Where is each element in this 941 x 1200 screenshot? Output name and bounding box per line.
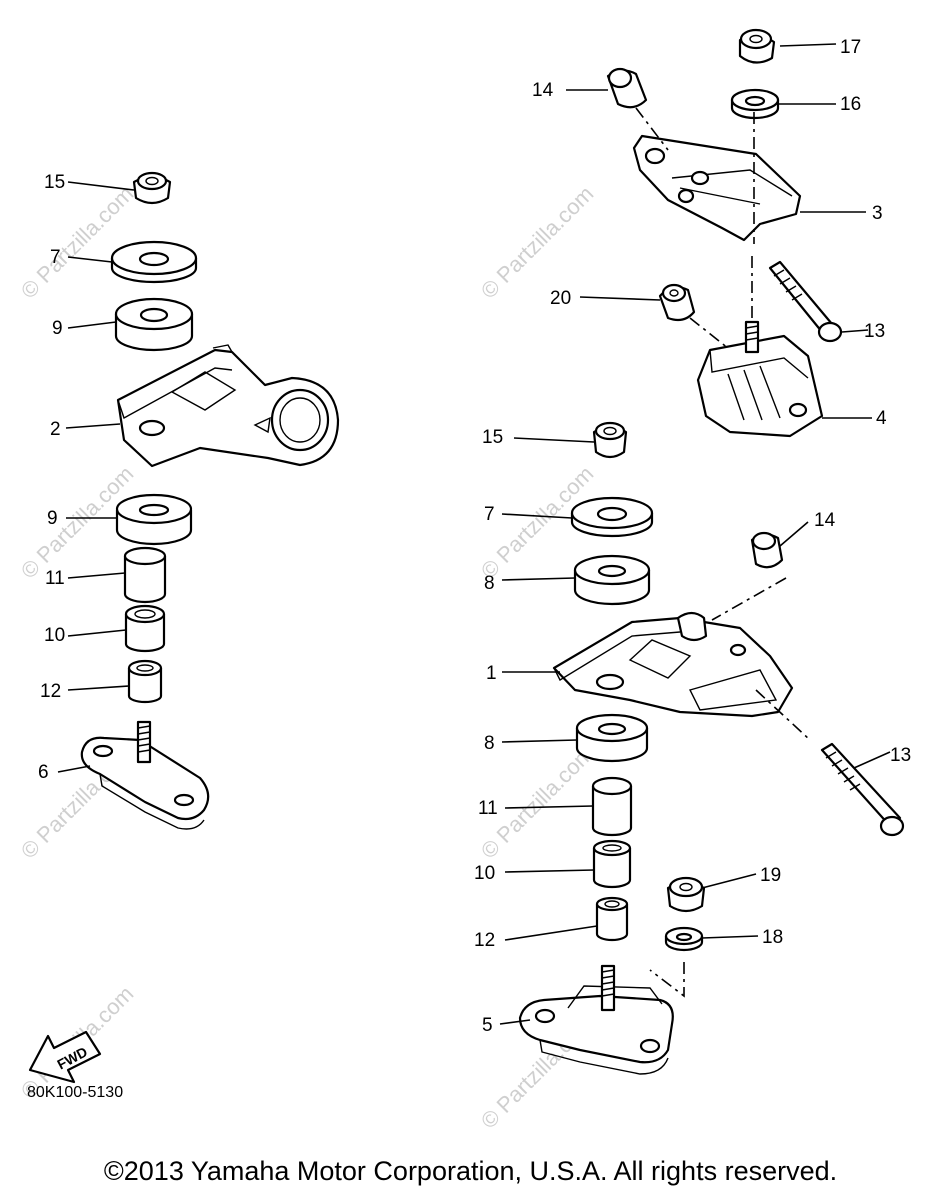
diagram-code: 80K100-5130 — [27, 1084, 124, 1101]
callout-10-left: 10 — [44, 625, 65, 646]
callout-15-left: 15 — [44, 172, 65, 193]
part-14-nut-right — [750, 531, 784, 569]
callout-20: 20 — [550, 288, 571, 309]
callout-6: 6 — [38, 762, 49, 783]
part-14-nut-upper — [606, 67, 648, 109]
callout-8-lower: 8 — [484, 733, 495, 754]
callout-2: 2 — [50, 419, 61, 440]
callout-9-upper-left: 9 — [52, 318, 63, 339]
callout-18: 18 — [762, 927, 783, 948]
part-18-washer — [664, 926, 704, 952]
callout-13-upper: 13 — [864, 321, 885, 342]
callout-9-lower-left: 9 — [47, 508, 58, 529]
callout-17: 17 — [840, 37, 861, 58]
part-1-bracket — [552, 611, 794, 718]
part-9-grommet-lower-left — [115, 493, 193, 546]
callout-8-upper: 8 — [484, 573, 495, 594]
callout-16: 16 — [840, 94, 861, 115]
callout-14-upper: 14 — [532, 80, 554, 101]
part-19-nut — [666, 876, 706, 913]
part-11-collar-left — [123, 546, 167, 604]
callout-19: 19 — [760, 865, 781, 886]
callout-11-left: 11 — [45, 568, 65, 589]
callout-14-right: 14 — [814, 510, 836, 531]
part-15-nut-left — [132, 171, 172, 205]
part-13-bolt-lower — [820, 742, 905, 837]
part-8-grommet-upper — [573, 554, 651, 606]
part-15-nut-right — [592, 421, 628, 459]
part-10-collar-left — [124, 604, 166, 653]
part-20-nut — [658, 283, 696, 322]
callout-10-right: 10 — [474, 863, 495, 884]
part-7-washer-left — [110, 240, 198, 284]
part-11-collar-right — [591, 776, 633, 837]
callout-1: 1 — [486, 663, 497, 684]
part-12-collar-left — [127, 659, 163, 704]
callout-4: 4 — [876, 408, 887, 429]
part-4-rubber-mount — [696, 320, 824, 438]
callout-12-left: 12 — [40, 681, 61, 702]
part-10-collar-right — [592, 839, 632, 889]
part-7-washer-right — [570, 496, 654, 538]
assembly-line-14-3 — [635, 107, 669, 151]
part-17-nut — [738, 28, 776, 64]
callout-12-right: 12 — [474, 930, 495, 951]
assembly-line-1-13 — [755, 689, 811, 741]
callout-3: 3 — [872, 203, 883, 224]
watermark-1: © Partzilla.com — [16, 181, 139, 304]
callout-11-right: 11 — [478, 798, 498, 819]
right-callouts: 17 14 16 3 13 20 4 15 7 14 8 1 8 13 11 1… — [474, 37, 911, 1036]
part-12-collar-right — [595, 896, 629, 942]
part-8-grommet-lower — [575, 713, 649, 763]
watermark-2: © Partzilla.com — [476, 181, 599, 304]
part-16-washer — [730, 88, 780, 120]
part-2-bracket — [116, 344, 340, 468]
callout-5: 5 — [482, 1015, 493, 1036]
part-6-mount-plate-left — [80, 720, 210, 830]
left-callouts: 15 7 9 2 9 11 10 12 6 — [38, 172, 135, 783]
assembly-line-18-5 — [649, 962, 685, 998]
callout-7-right: 7 — [484, 504, 495, 525]
part-9-grommet-upper-left — [114, 297, 194, 352]
assembly-line-14-1 — [711, 577, 787, 621]
part-3-bracket — [632, 134, 802, 242]
part-5-mount-plate-right — [518, 964, 674, 1075]
part-13-bolt-upper — [768, 260, 843, 343]
callout-13-lower: 13 — [890, 745, 911, 766]
copyright-notice: ©2013 Yamaha Motor Corporation, U.S.A. A… — [103, 1156, 838, 1186]
callout-7-left: 7 — [50, 247, 61, 268]
callout-15-right: 15 — [482, 427, 503, 448]
fwd-arrow-icon: FWD — [28, 1030, 102, 1084]
